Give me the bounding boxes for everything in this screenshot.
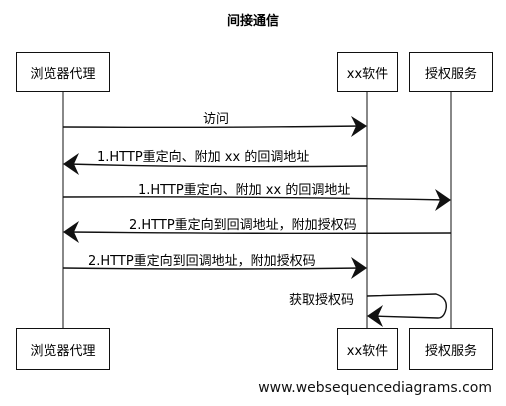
arrowhead-redirect-1-back bbox=[63, 153, 79, 175]
participant-xx-top: xx软件 bbox=[337, 52, 398, 92]
arrowhead-get-code bbox=[367, 305, 383, 327]
participant-auth-top: 授权服务 bbox=[409, 52, 493, 92]
message-label-redirect-1-forward: 1.HTTP重定向、附加 xx 的回调地址 bbox=[138, 183, 351, 198]
participant-label: xx软件 bbox=[346, 66, 389, 82]
arrowhead-redirect-1-forward bbox=[435, 189, 451, 211]
arrow-redirect-2-back bbox=[67, 231, 452, 235]
participant-label: xx软件 bbox=[346, 343, 389, 359]
message-label-access: 访问 bbox=[203, 112, 230, 127]
message-label-redirect-2-forward: 2.HTTP重定向到回调地址，附加授权码 bbox=[88, 254, 316, 269]
arrow-redirect-2-forward bbox=[62, 267, 363, 270]
arrowhead-access bbox=[351, 116, 367, 137]
participant-proxy-bottom: 浏览器代理 bbox=[16, 328, 110, 370]
arrow-get-code bbox=[366, 293, 447, 319]
arrowhead-redirect-2-back bbox=[63, 221, 79, 243]
diagram-title: 间接通信 bbox=[226, 14, 279, 29]
arrow-redirect-1-back bbox=[67, 163, 368, 168]
message-label-redirect-2-back: 2.HTTP重定向到回调地址，附加授权码 bbox=[129, 218, 357, 233]
arrowhead-redirect-2-forward bbox=[351, 257, 367, 279]
watermark-link: www.websequencediagrams.com bbox=[258, 380, 492, 396]
message-label-get-code: 获取授权码 bbox=[289, 293, 355, 308]
arrow-redirect-1-forward bbox=[62, 196, 447, 201]
participant-auth-bottom: 授权服务 bbox=[409, 328, 493, 370]
message-label-redirect-1-back: 1.HTTP重定向、附加 xx 的回调地址 bbox=[97, 150, 310, 165]
arrow-access bbox=[62, 125, 363, 129]
participant-xx-bottom: xx软件 bbox=[337, 328, 398, 370]
participant-label: 授权服务 bbox=[424, 66, 477, 82]
participant-proxy-top: 浏览器代理 bbox=[16, 52, 110, 92]
participant-label: 浏览器代理 bbox=[30, 66, 96, 82]
participant-label: 授权服务 bbox=[424, 343, 477, 359]
participant-label: 浏览器代理 bbox=[30, 343, 96, 359]
